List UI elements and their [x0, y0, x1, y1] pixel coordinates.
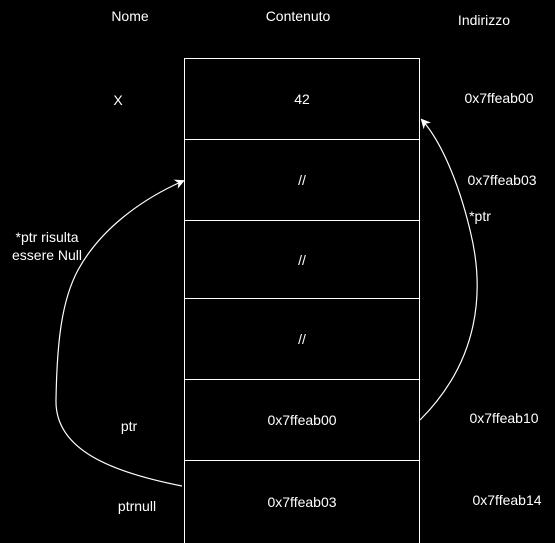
cell-content: 42 — [294, 91, 310, 107]
address-row-1: 0x7ffeab03 — [467, 172, 537, 188]
deref-ptr-label: *ptr — [469, 208, 491, 224]
arrow-ptr-to-x — [419, 118, 478, 421]
memory-cell-1: // — [184, 139, 420, 221]
memory-cell-5: 0x7ffeab03 — [184, 460, 420, 543]
memory-cell-0: 42 — [184, 58, 420, 140]
null-note-line1: *ptr risulta — [15, 229, 79, 245]
header-address: Indirizzo — [457, 12, 511, 28]
cell-content: 0x7ffeab00 — [267, 412, 337, 428]
null-note: *ptr risulta essere Null — [12, 228, 82, 264]
address-row-0: 0x7ffeab00 — [464, 90, 534, 106]
cell-content: // — [298, 172, 306, 188]
address-row-4: 0x7ffeab10 — [469, 410, 539, 426]
cell-content: // — [298, 331, 306, 347]
cell-content: 0x7ffeab03 — [267, 494, 337, 510]
header-name: Nome — [111, 8, 149, 24]
var-name-x: X — [113, 92, 123, 108]
var-name-ptr: ptr — [120, 418, 138, 434]
memory-cell-3: // — [184, 298, 420, 380]
memory-cell-2: // — [184, 220, 420, 299]
var-name-ptrnull: ptrnull — [117, 498, 157, 514]
memory-cell-4: 0x7ffeab00 — [184, 379, 420, 461]
address-row-5: 0x7ffeab14 — [472, 492, 542, 508]
arrow-ptrnull-to-cell1 — [55, 179, 185, 487]
cell-content: // — [298, 251, 306, 268]
header-content: Contenuto — [265, 8, 331, 24]
null-note-line2: essere Null — [12, 247, 83, 263]
